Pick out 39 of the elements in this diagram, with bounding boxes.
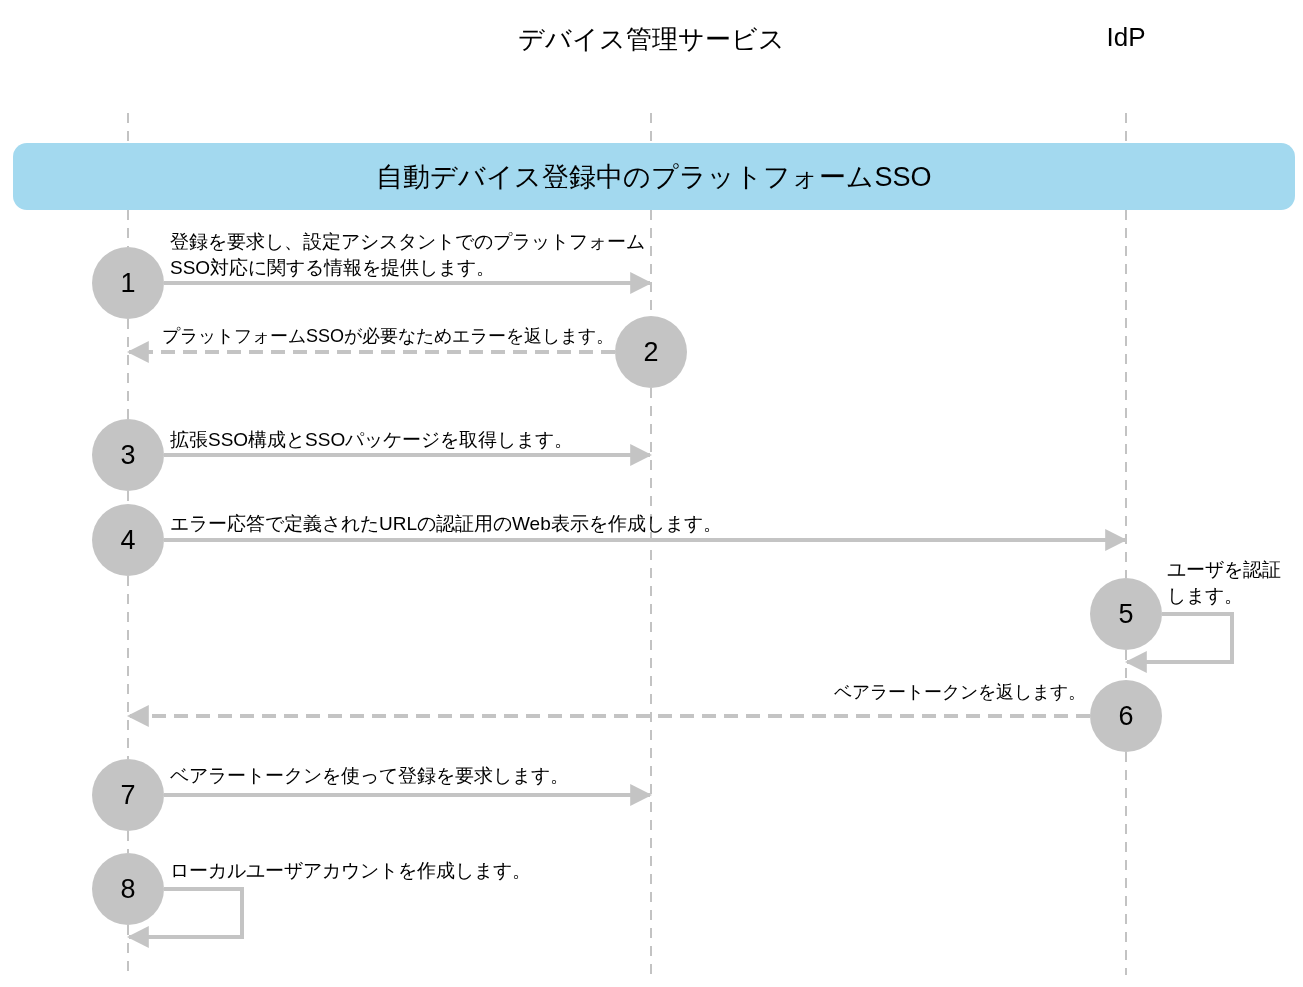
step-number-circle: 6 xyxy=(1090,680,1162,752)
arrow xyxy=(1124,612,1234,673)
step-number-circle: 4 xyxy=(92,504,164,576)
lane-header: IdP xyxy=(1106,22,1146,53)
arrow xyxy=(126,887,244,948)
step-number-circle: 7 xyxy=(92,759,164,831)
arrow xyxy=(126,341,615,363)
step-number-circle: 8 xyxy=(92,853,164,925)
arrow xyxy=(164,529,1128,551)
lifeline xyxy=(127,209,129,248)
lifeline xyxy=(650,112,652,144)
step-description: ユーザを認証します。 xyxy=(1167,558,1282,608)
arrow xyxy=(164,444,653,466)
lifeline xyxy=(1125,751,1127,976)
step-description: 拡張SSO構成とSSOパッケージを取得します。 xyxy=(170,428,575,452)
step-description: ベアラートークンを使って登録を要求します。 xyxy=(170,764,570,788)
lifeline xyxy=(1125,112,1127,144)
lifeline xyxy=(127,112,129,144)
step-description: ベアラートークンを返します。 xyxy=(833,681,1086,703)
lifeline xyxy=(127,830,129,854)
lifeline xyxy=(1125,649,1127,681)
lifeline xyxy=(127,318,129,420)
step-description: エラー応答で定義されたURLの認証用のWeb表示を作成します。 xyxy=(170,512,723,536)
step-description: 登録を要求し、設定アシスタントでのプラットフォームSSO対応に関する情報を提供します。 xyxy=(170,230,646,280)
lifeline xyxy=(127,575,129,760)
title-band xyxy=(13,143,1295,210)
step-description: ローカルユーザアカウントを作成します。 xyxy=(170,859,532,883)
step-number-circle: 5 xyxy=(1090,578,1162,650)
step-number-circle: 1 xyxy=(92,247,164,319)
lifeline xyxy=(1125,209,1127,579)
lifeline xyxy=(650,387,652,976)
step-description: プラットフォームSSOが必要なためエラーを返します。 xyxy=(161,325,614,347)
arrow xyxy=(164,784,653,806)
step-number-circle: 2 xyxy=(615,316,687,388)
step-number-circle: 3 xyxy=(92,419,164,491)
arrow xyxy=(164,272,653,294)
lane-header: デバイス管理サービス xyxy=(517,23,785,56)
band-title: 自動デバイス登録中のプラットフォームSSO xyxy=(376,160,932,194)
arrow xyxy=(126,705,1090,727)
